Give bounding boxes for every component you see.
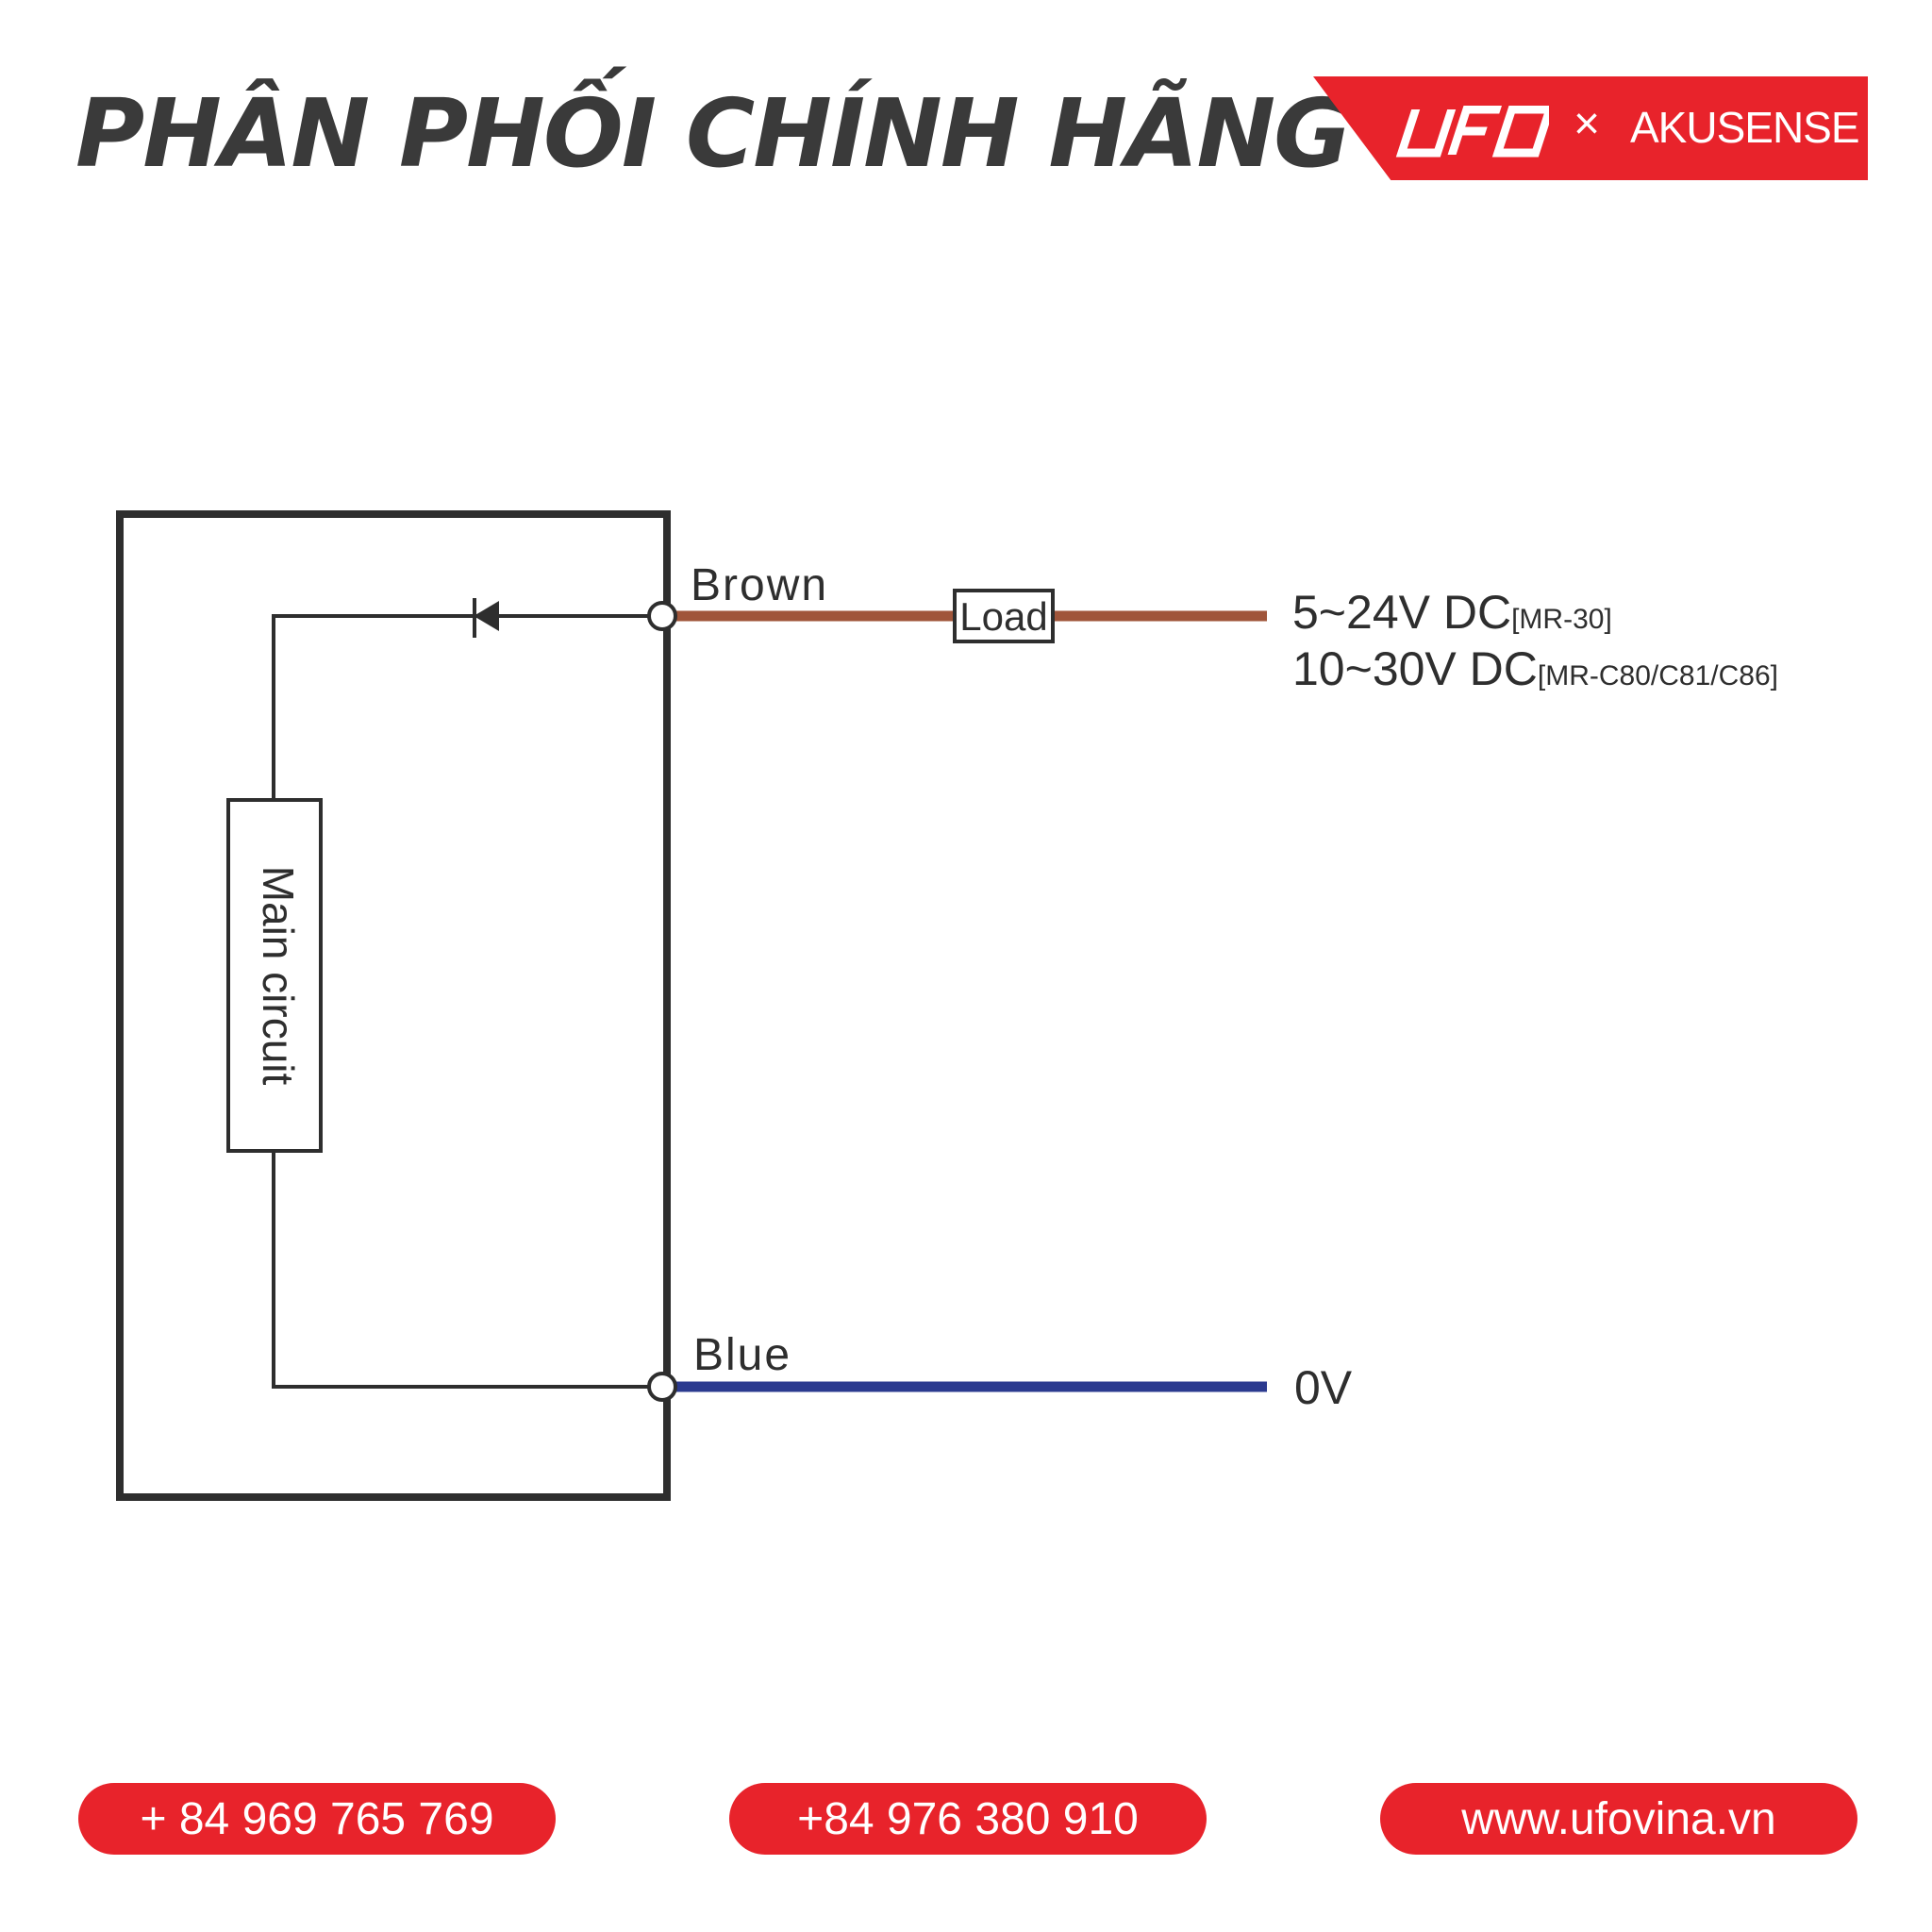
brown-terminal (647, 601, 677, 631)
internal-wire-bottom (272, 1153, 662, 1389)
load-label: Load (959, 594, 1047, 639)
internal-wire-top (272, 614, 662, 800)
supply-model-1: [MR-30] (1511, 604, 1612, 635)
supply-voltage-2: 10~30V DC (1292, 642, 1538, 695)
supply-voltage-1: 5~24V DC (1292, 586, 1511, 639)
diode-icon (473, 598, 499, 638)
ground-label: 0V (1294, 1361, 1353, 1414)
main-circuit-block (226, 798, 323, 1153)
brand-partner-name: AKUSENSE (1630, 103, 1860, 152)
load-box (953, 589, 1055, 643)
supply-model-2: [MR-C80/C81/C86] (1538, 660, 1778, 691)
phone-contact-2[interactable]: +84 976 380 910 (729, 1783, 1207, 1855)
brand-separator: × (1574, 99, 1601, 149)
main-circuit-label: Main circuit (254, 866, 303, 1086)
ufo-logo-icon (1395, 106, 1549, 158)
blue-terminal (647, 1372, 677, 1402)
svg-text:10~30V DC[MR-C80/C81/C86]: 10~30V DC[MR-C80/C81/C86] (1292, 642, 1778, 695)
svg-text:5~24V DC[MR-30]: 5~24V DC[MR-30] (1292, 586, 1612, 639)
page-headline: PHÂN PHỐI CHÍNH HÃNG (75, 78, 1351, 189)
sensor-housing (116, 510, 671, 1501)
phone-contact-1[interactable]: + 84 969 765 769 (78, 1783, 556, 1855)
brown-wire-label: Brown (691, 560, 828, 610)
website-link[interactable]: www.ufovina.vn (1380, 1783, 1857, 1855)
blue-wire-label: Blue (693, 1330, 791, 1380)
